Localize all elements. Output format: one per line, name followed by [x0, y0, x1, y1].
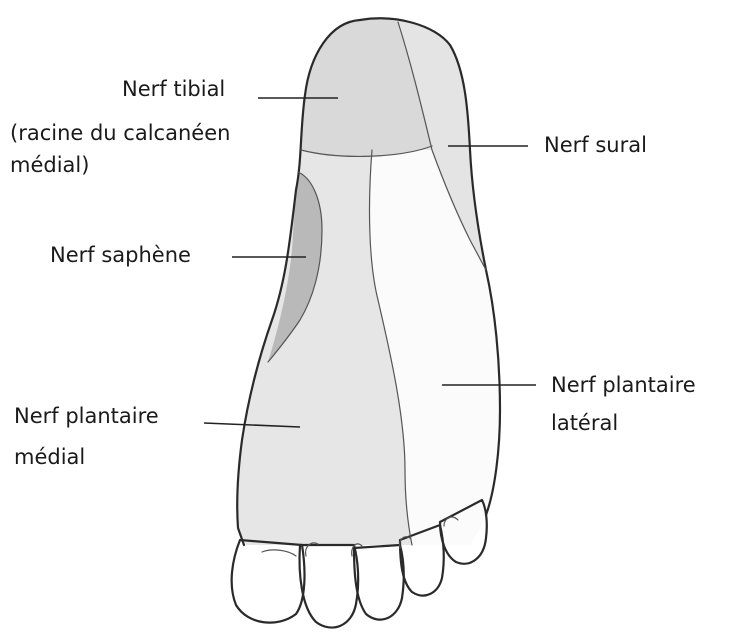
second-toe [300, 545, 359, 628]
label-tibial-line1: Nerf tibial [122, 77, 225, 101]
label-tibial-line2: (racine du calcanéen [10, 121, 230, 145]
big-toe [232, 540, 305, 623]
third-toe [354, 545, 404, 620]
label-sural: Nerf sural [544, 133, 647, 157]
label-plantaire-medial-line2: médial [14, 445, 85, 469]
label-tibial-line3: médial) [10, 153, 89, 177]
label-plantaire-lateral-line2: latéral [551, 411, 618, 435]
label-plantaire-medial-line1: Nerf plantaire [14, 404, 159, 428]
label-plantaire-lateral-line1: Nerf plantaire [551, 373, 696, 397]
label-saphene: Nerf saphène [50, 243, 191, 267]
